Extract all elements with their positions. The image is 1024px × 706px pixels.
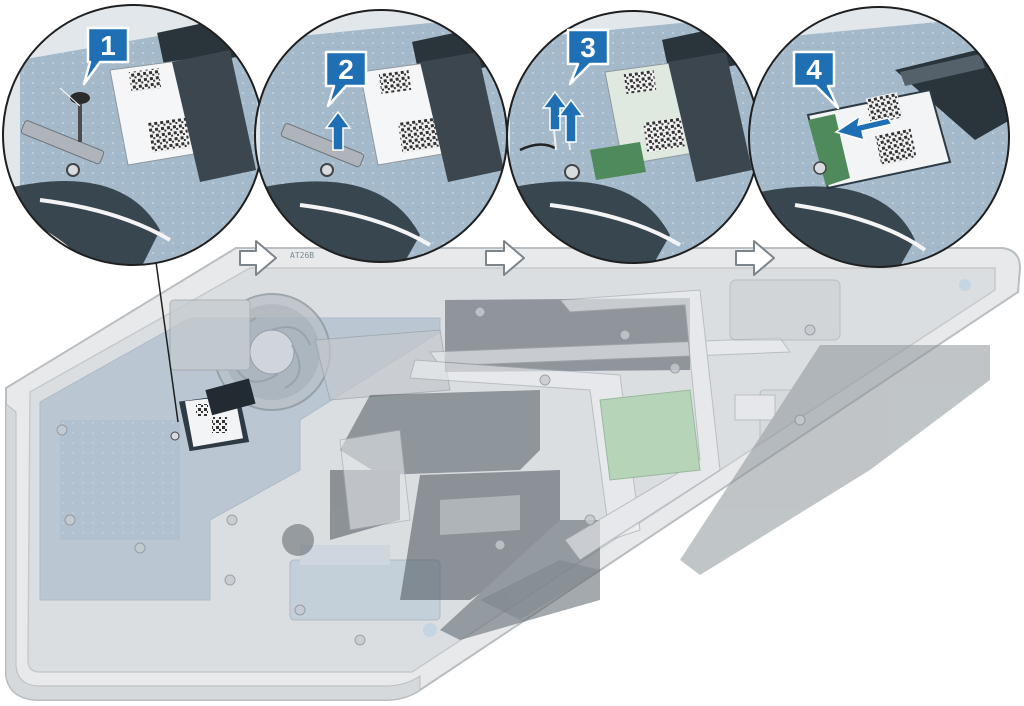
board-marking: AT26B bbox=[290, 251, 314, 260]
screws bbox=[56, 306, 816, 646]
wlan-card-in-laptop bbox=[170, 378, 256, 452]
io-components bbox=[282, 279, 990, 637]
step-arrow-2-to-3 bbox=[485, 240, 525, 276]
step-2-detail-circle bbox=[254, 9, 508, 263]
step-2-number: 2 bbox=[338, 54, 354, 85]
step-3-callout: 3 bbox=[566, 28, 610, 86]
ribbon-cables bbox=[339, 289, 791, 561]
step-3-detail-circle bbox=[506, 10, 760, 264]
step-2-callout: 2 bbox=[324, 50, 368, 108]
step-1-number: 1 bbox=[100, 30, 116, 61]
step-4-detail-circle bbox=[748, 6, 1010, 268]
step-1-callout: 1 bbox=[82, 26, 130, 86]
step-arrow-1-to-2 bbox=[239, 240, 277, 276]
callout-leader-line bbox=[155, 261, 179, 423]
step-arrow-3-to-4 bbox=[735, 240, 775, 276]
step-3-number: 3 bbox=[580, 32, 596, 63]
step-4-callout: 4 bbox=[792, 50, 840, 110]
step-1-detail-circle bbox=[2, 4, 264, 266]
heat-pipe bbox=[314, 329, 451, 401]
step-4-number: 4 bbox=[806, 54, 822, 85]
